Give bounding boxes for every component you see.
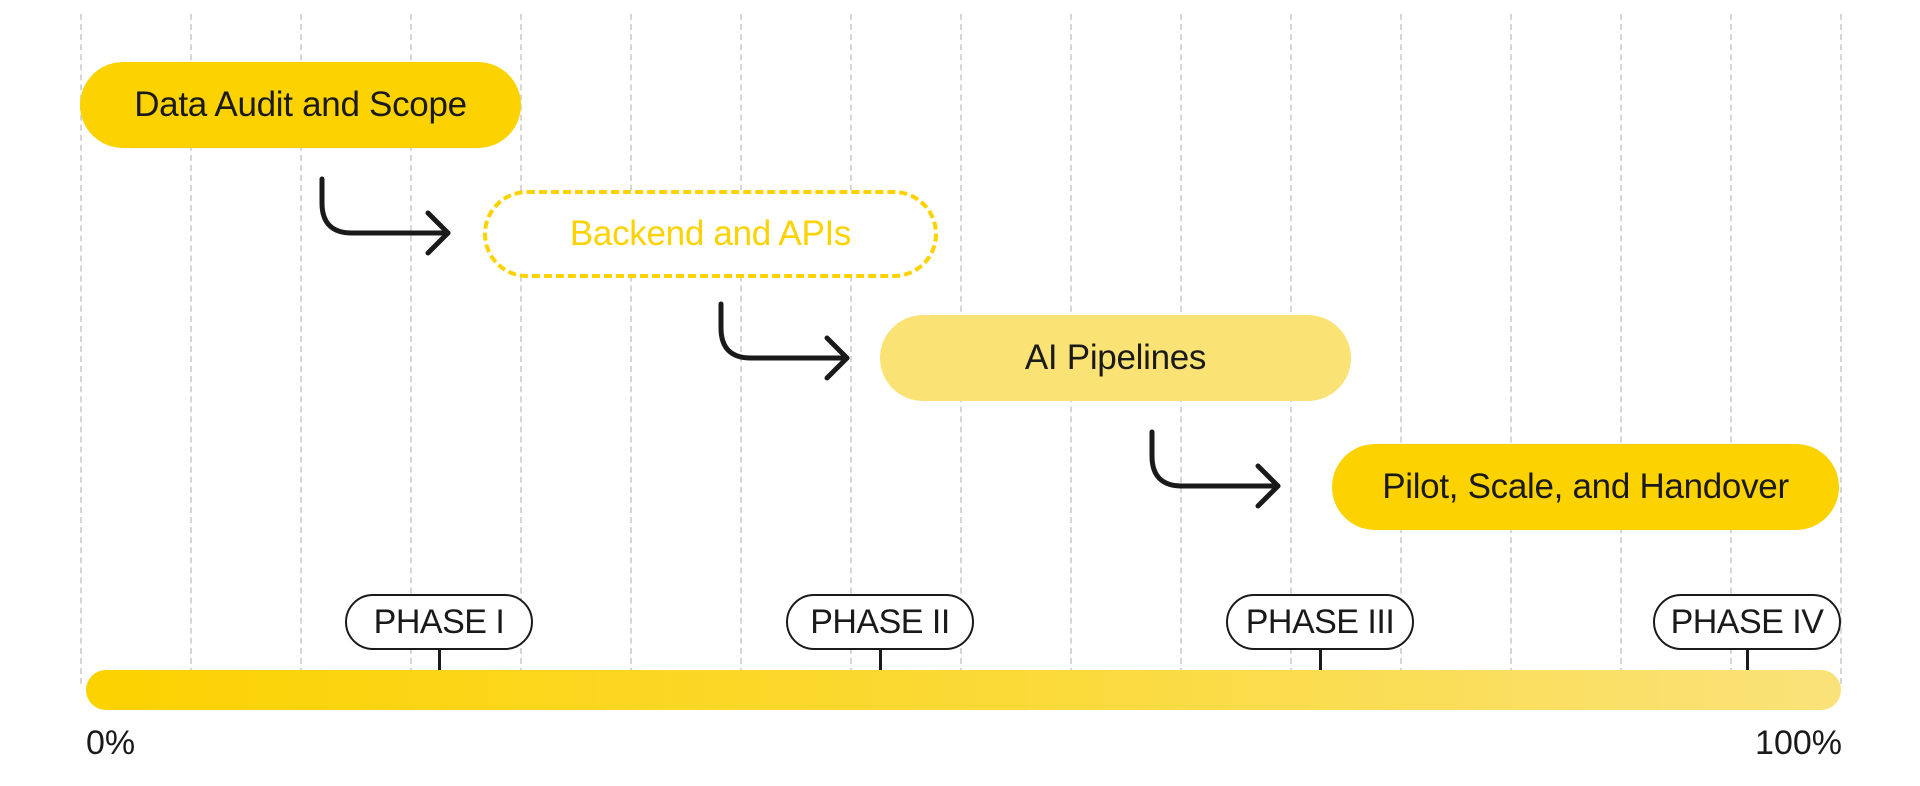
phase-marker-3-stem [1319,650,1322,670]
grid-line [190,14,192,684]
grid-line [410,14,412,684]
grid-line [630,14,632,684]
grid-line [1840,14,1842,684]
curved-arrow-icon [718,301,850,381]
task-data-audit-and-scope: Data Audit and Scope [80,62,521,148]
curved-arrow-icon [1149,429,1281,509]
phase-marker-2: PHASE II [786,594,974,650]
task-pilot-scale-and-handover: Pilot, Scale, and Handover [1332,444,1839,530]
phase-marker-3: PHASE III [1226,594,1414,650]
progress-start-label: 0% [86,724,136,762]
grid-line [1730,14,1732,684]
progress-bar [86,670,1841,710]
phase-marker-1: PHASE I [345,594,533,650]
phase-marker-4: PHASE IV [1653,594,1841,650]
progress-end-label: 100% [1755,724,1842,762]
grid-line [80,14,82,684]
phase-marker-2-stem [879,650,882,670]
task-backend-and-apis: Backend and APIs [483,190,938,278]
grid-line [1400,14,1402,684]
grid-line [520,14,522,684]
grid-line [300,14,302,684]
phase-marker-4-stem [1746,650,1749,670]
grid-line [740,14,742,684]
grid-line [1620,14,1622,684]
task-ai-pipelines: AI Pipelines [880,315,1351,401]
phase-marker-1-stem [438,650,441,670]
grid-line [850,14,852,684]
grid-line [1510,14,1512,684]
curved-arrow-icon [319,176,451,256]
